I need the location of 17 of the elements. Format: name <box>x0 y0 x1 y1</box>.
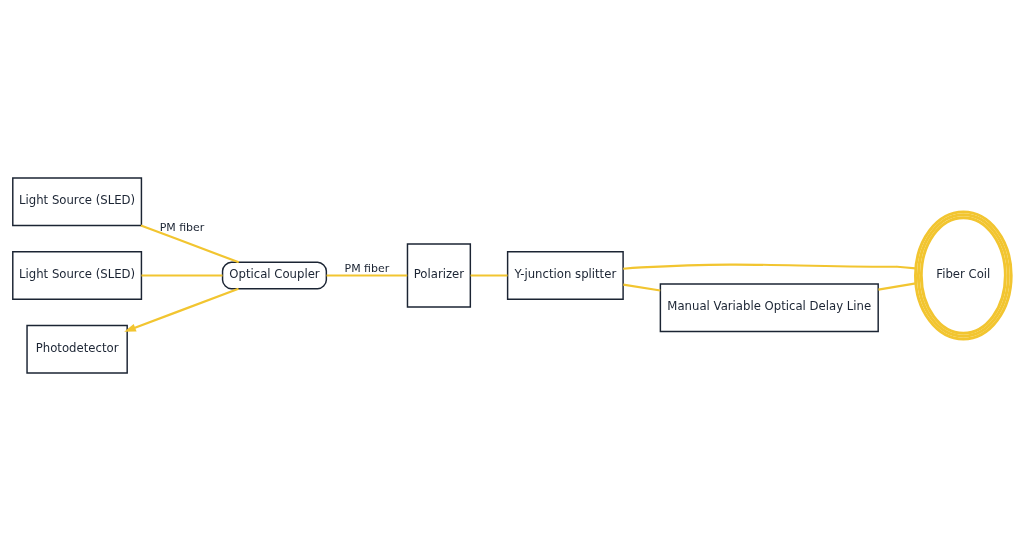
connector <box>470 274 508 277</box>
node-box: Light Source (SLED) <box>12 177 143 227</box>
node-box: Photodetector <box>26 324 128 374</box>
edge-label: PM fiber <box>159 220 205 234</box>
connector <box>326 274 408 277</box>
connector <box>140 224 240 264</box>
connector <box>623 283 661 292</box>
connector <box>623 263 916 270</box>
connector <box>141 274 223 277</box>
arrow <box>124 287 239 332</box>
edge-label: PM fiber <box>344 261 390 275</box>
node-box: Light Source (SLED) <box>12 251 143 300</box>
node-box: Polarizer <box>406 243 472 308</box>
node-box: Y-junction splitter <box>506 251 624 300</box>
node-box: Optical Coupler <box>221 261 328 290</box>
node-box: Manual Variable Optical Delay Line <box>659 283 879 333</box>
connector <box>878 282 916 291</box>
